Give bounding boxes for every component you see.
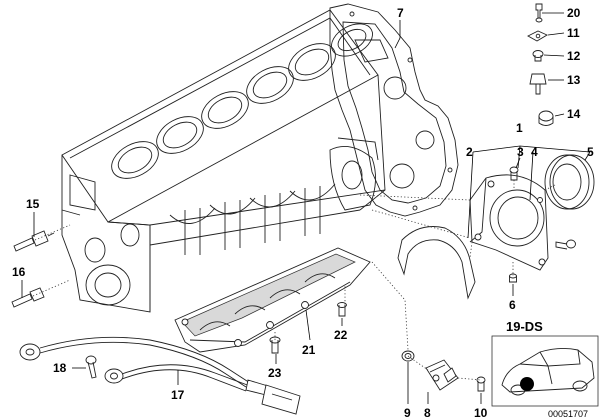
location-marker: [520, 377, 534, 391]
callout-2: 2: [466, 145, 473, 159]
crankcase-webs: [169, 183, 336, 255]
callout-23: 23: [268, 366, 282, 380]
dowel-sleeve-6: [509, 273, 517, 283]
callout-9: 9: [404, 406, 411, 420]
bolt-18: [85, 355, 97, 379]
clip-11: [527, 30, 548, 42]
plug-14: [538, 110, 554, 126]
carrier-gasket: [397, 226, 476, 300]
bolt-22: [337, 302, 347, 317]
callout-5: 5: [587, 145, 594, 159]
vehicle-location-thumbnail: 00051707: [491, 335, 599, 419]
callout-17: 17: [171, 388, 185, 402]
callout-6: 6: [509, 298, 516, 312]
screw-12: [532, 50, 544, 62]
callout-16: 16: [12, 265, 26, 279]
callout-labels: 7 1 2 3 4 5 6 20 11 12 13 14 15 16 17 18…: [12, 6, 594, 420]
shaft-seal: [544, 154, 595, 210]
rear-seal-carrier: [469, 174, 549, 271]
plug-13: [529, 73, 547, 95]
crankshaft-sensor: [425, 359, 459, 391]
knock-sensor-15: [13, 230, 55, 252]
variant-label: 19-DS: [506, 319, 543, 334]
callout-12: 12: [567, 49, 581, 63]
callout-4: 4: [531, 145, 538, 159]
assembly-lines: [32, 180, 556, 381]
leader-lines: [21, 12, 591, 404]
image-id: 00051707: [548, 409, 588, 419]
engine-block: [61, 9, 386, 313]
callout-21: 21: [302, 343, 316, 357]
callout-18: 18: [53, 361, 67, 375]
rear-end-gasket: [329, 3, 459, 217]
callout-20: 20: [567, 6, 581, 20]
cylinder-bores: [111, 23, 373, 179]
callout-1: 1: [516, 121, 523, 135]
callout-22: 22: [334, 328, 348, 342]
pin-20: [535, 3, 543, 23]
wiring-harness: [19, 336, 301, 415]
screw-4: [555, 239, 576, 250]
callout-10: 10: [474, 406, 488, 420]
callout-8: 8: [424, 406, 431, 420]
callout-7: 7: [397, 6, 404, 20]
callout-13: 13: [567, 73, 581, 87]
knock-sensor-16: [11, 287, 45, 308]
screw-10: [476, 376, 486, 392]
callout-11: 11: [567, 26, 580, 40]
callout-3: 3: [517, 145, 524, 159]
callout-15: 15: [26, 197, 40, 211]
oil-pan-windage-tray: [174, 247, 371, 353]
callout-14: 14: [567, 107, 581, 121]
